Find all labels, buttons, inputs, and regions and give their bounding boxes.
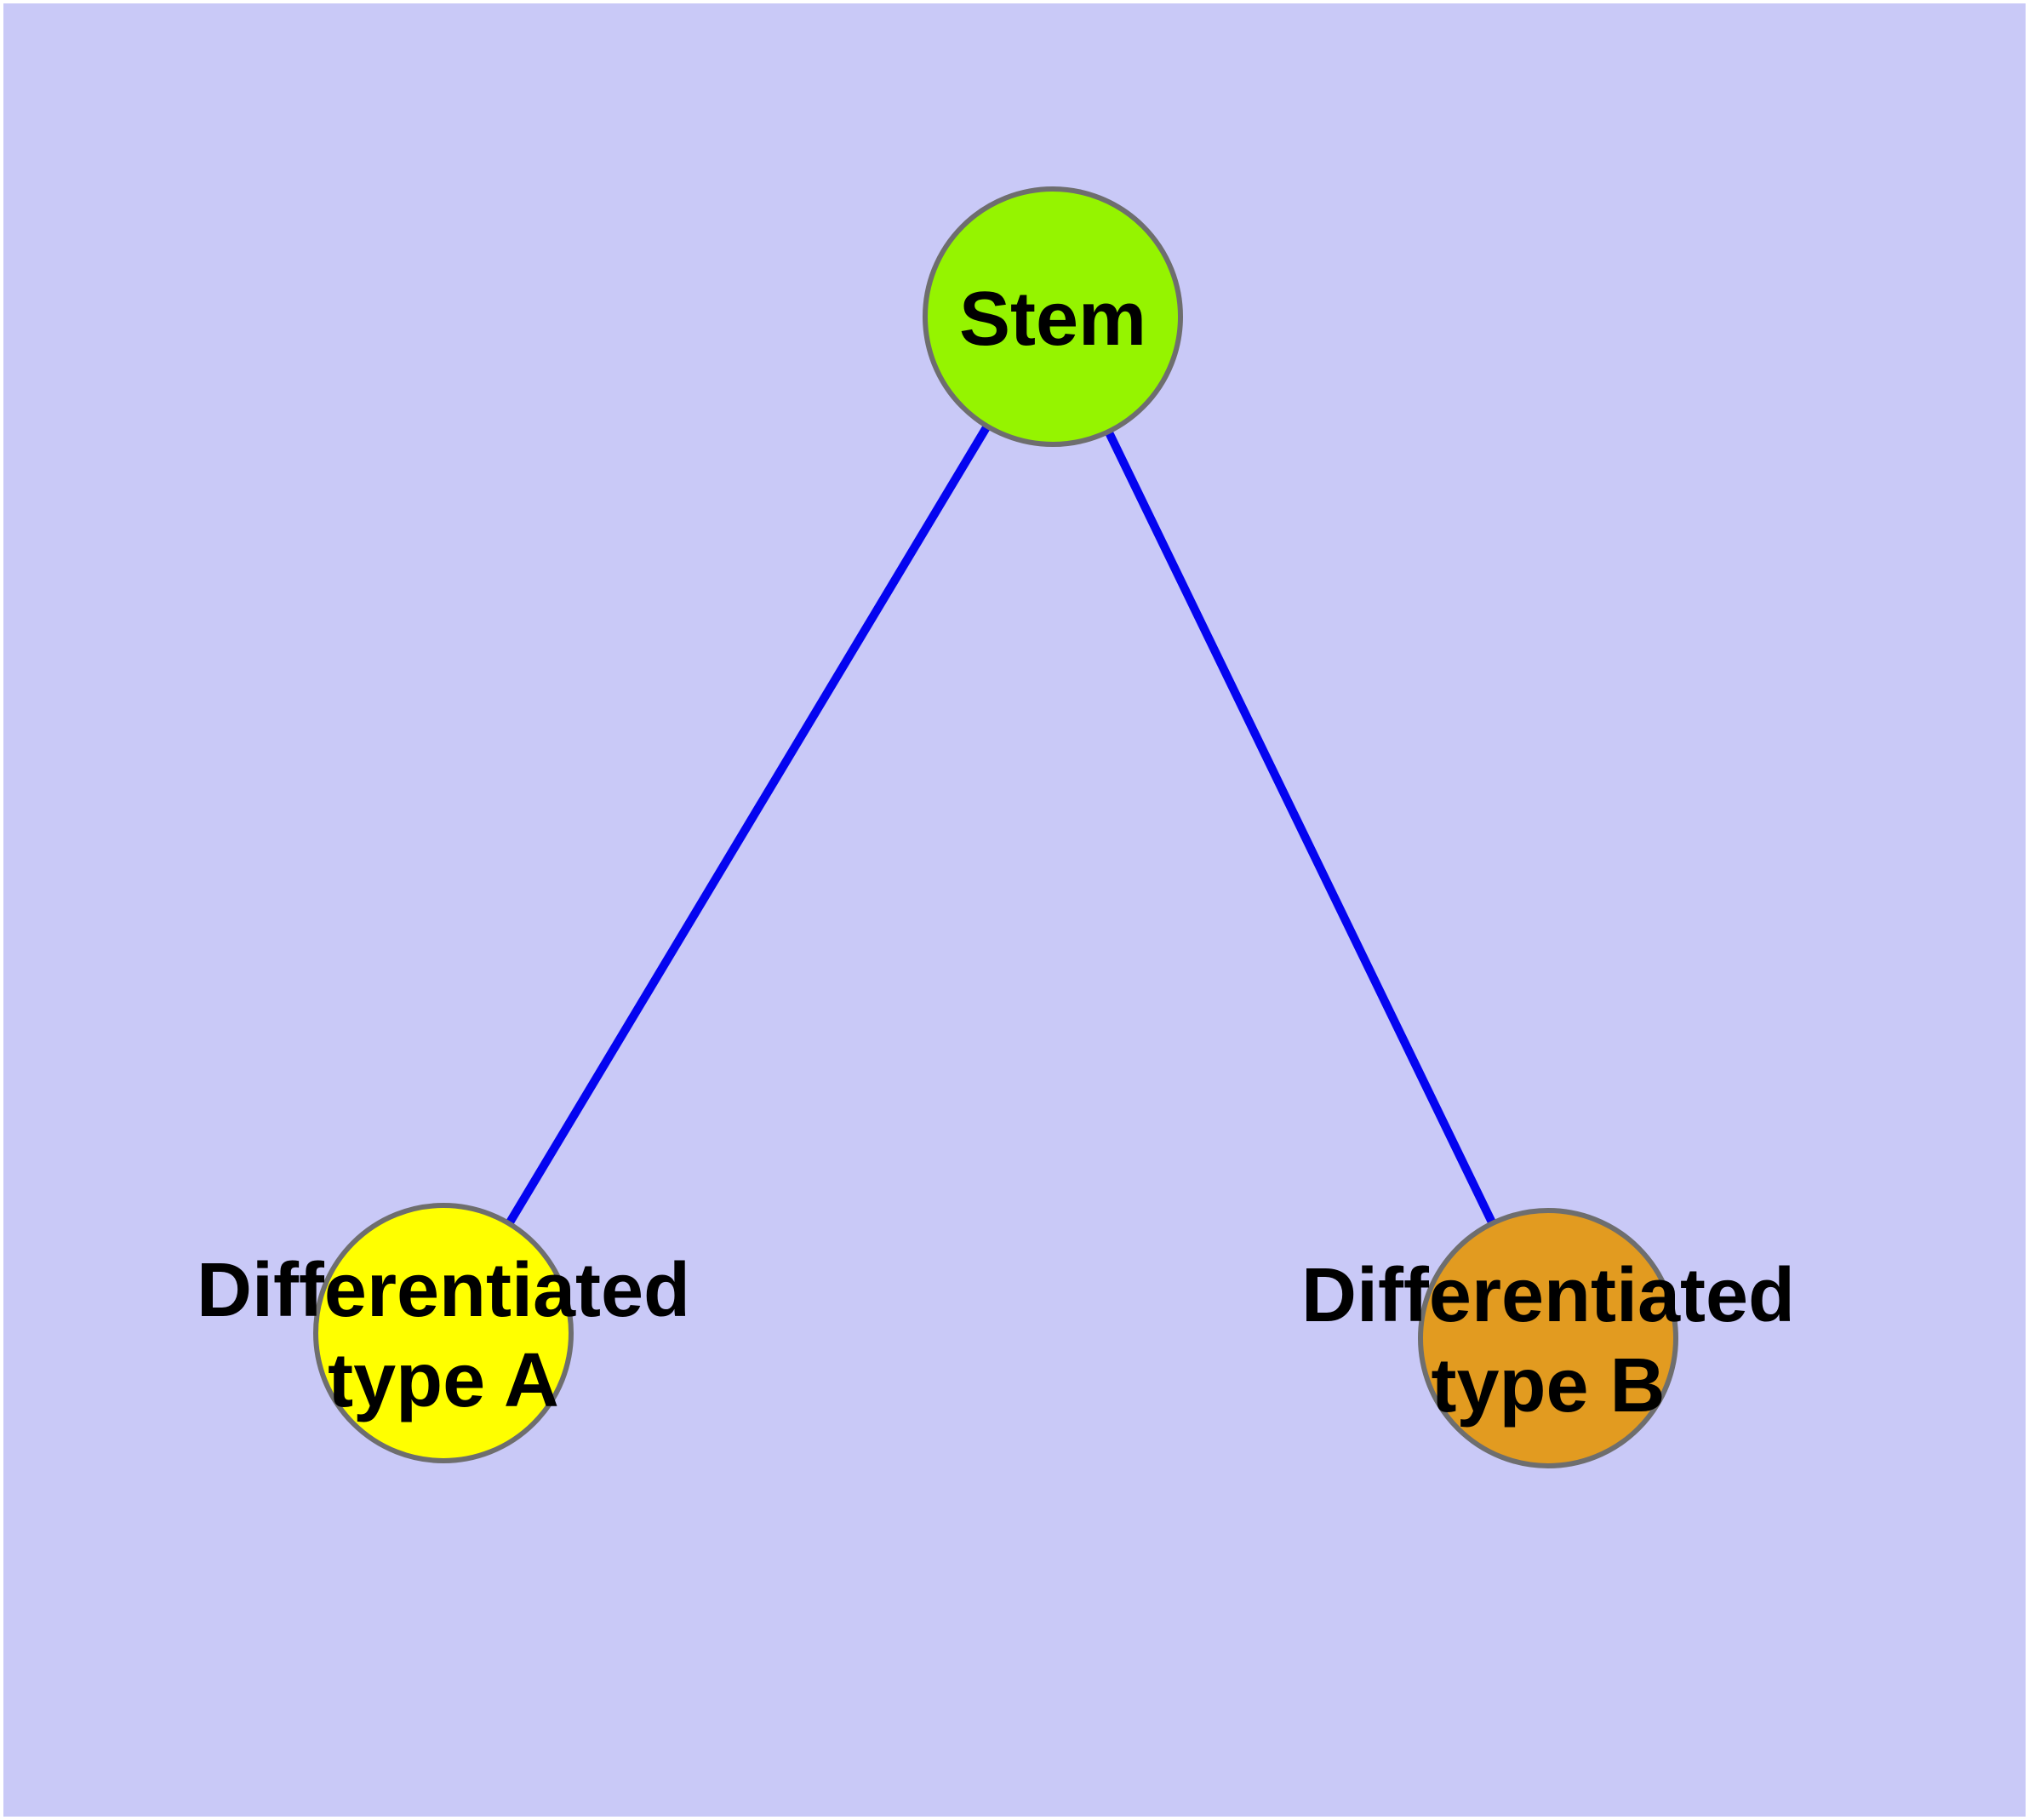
node-differentiated-type-a-circle — [313, 1203, 574, 1463]
edge-stem-differentiated-type-b — [1049, 314, 1552, 1341]
edges-layer — [439, 314, 1552, 1341]
nodes-layer — [313, 186, 1678, 1468]
edge-stem-differentiated-type-a — [439, 314, 1057, 1336]
node-differentiated-type-b-circle — [1418, 1208, 1678, 1468]
node-stem-label: Stem — [959, 277, 1146, 362]
node-stem-circle — [923, 186, 1183, 447]
